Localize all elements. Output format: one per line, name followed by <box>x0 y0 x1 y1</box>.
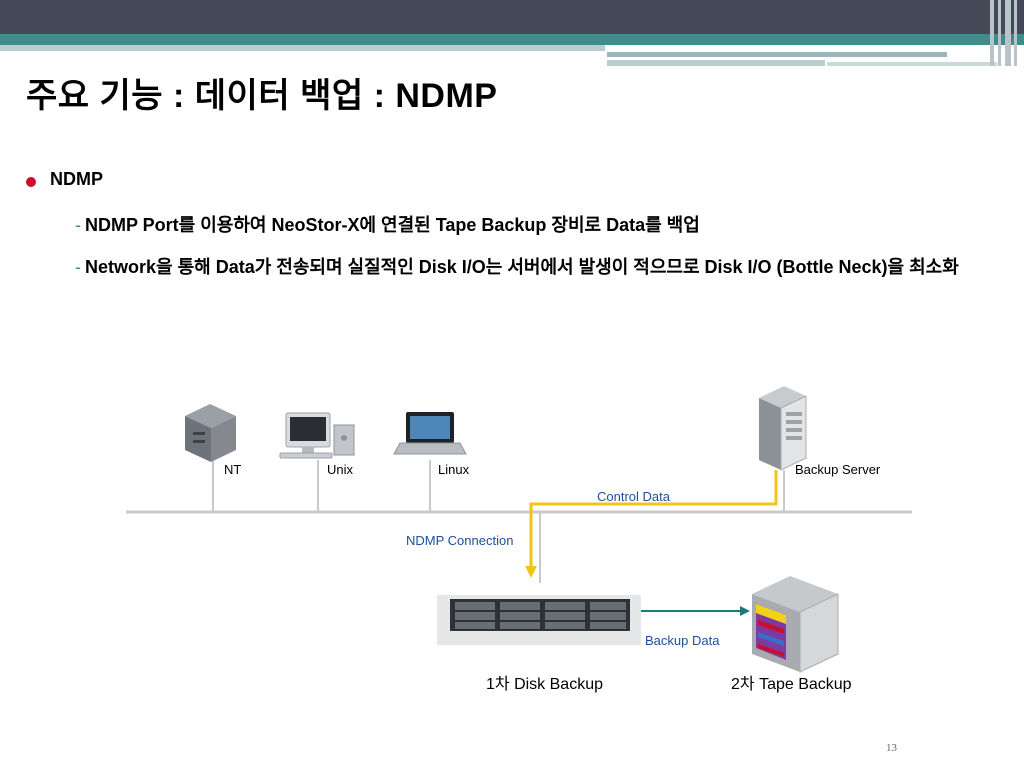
disk-array-icon <box>437 595 641 645</box>
bullet-heading: NDMP <box>50 169 103 189</box>
sub-item-text: Network을 통해 Data가 전송되며 실질적인 Disk I/O는 서버… <box>85 257 959 277</box>
dash-marker: - <box>75 257 81 277</box>
header-line <box>827 62 997 66</box>
sub-item: -Network을 통해 Data가 전송되며 실질적인 Disk I/O는 서… <box>75 252 985 283</box>
rack-server-icon <box>759 386 807 471</box>
header-accent <box>0 34 1024 45</box>
header-bar <box>0 0 1024 34</box>
header-vertical-bar <box>1005 0 1011 66</box>
linux-label: Linux <box>438 462 470 477</box>
tape-backup-caption: 2차 Tape Backup <box>731 676 852 693</box>
ndmp-connection-label: NDMP Connection <box>406 533 514 548</box>
control-arrow-head <box>525 566 537 578</box>
backup-arrow-head <box>740 606 750 616</box>
header-vertical-bar <box>998 0 1001 66</box>
server-tower-icon <box>185 404 236 462</box>
header-line <box>607 52 947 57</box>
nt-label: NT <box>224 462 242 477</box>
unix-label: Unix <box>327 462 354 477</box>
tape-library-icon <box>752 576 839 673</box>
sub-item: -NDMP Port를 이용하여 NeoStor-X에 연결된 Tape Bac… <box>75 210 700 241</box>
laptop-icon <box>393 412 467 455</box>
page-number: 13 <box>886 742 897 754</box>
slide-title: 주요 기능 : 데이터 백업 : NDMP <box>26 77 498 115</box>
bullet-icon <box>26 177 36 187</box>
backup-server-label: Backup Server <box>795 462 881 477</box>
header-stripe <box>0 45 605 51</box>
header-line <box>607 60 825 66</box>
header-vertical-bar <box>990 0 994 66</box>
dash-marker: - <box>75 215 81 235</box>
imac-icon <box>279 412 355 459</box>
control-data-label: Control Data <box>597 489 670 504</box>
sub-item-text: NDMP Port를 이용하여 NeoStor-X에 연결된 Tape Back… <box>85 215 700 235</box>
backup-data-label: Backup Data <box>645 633 720 648</box>
disk-backup-caption: 1차 Disk Backup <box>486 676 603 693</box>
header-vertical-bar <box>1014 0 1017 66</box>
control-data-line <box>529 470 778 566</box>
